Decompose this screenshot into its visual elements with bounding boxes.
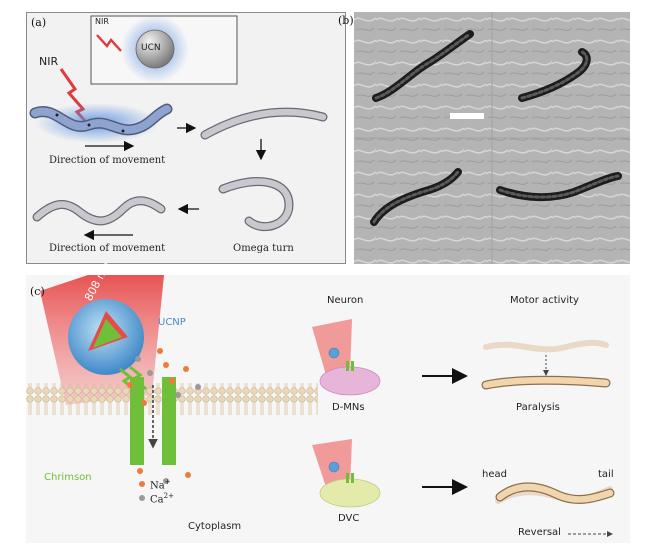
tail-label: tail [598,469,614,480]
ucn-particle [135,29,175,69]
neuron-header: Neuron [327,295,364,306]
worm-straight [201,108,327,139]
ucn-label: UCN [141,43,161,53]
panel-b-label: (b) [338,14,354,27]
nir-inset-bolt-icon [96,34,122,52]
dvc-neuron [319,478,381,508]
nir-label: NIR [39,55,59,68]
omega-turn-label: Omega turn [233,243,294,254]
head-label: head [482,469,507,480]
scale-bar [450,113,484,119]
worm-paralysis [482,376,610,389]
ucnp-label: UCNP [158,317,186,328]
ca-ion-dot [139,495,145,501]
nir-inset-label: NIR [95,17,109,26]
worm-wavy [33,197,165,224]
panel-a-label: (a) [31,16,47,29]
worm-reversal [496,483,614,503]
chrimson-label: Chrimson [44,472,92,483]
chrimson-channel-left [130,377,144,465]
ucnp-small-1 [328,347,340,359]
worm-paralysis-ghost [483,339,609,353]
ucnp-core-inner [93,319,122,348]
dvc-label: DVC [338,513,360,524]
dmns-neuron [319,366,381,396]
cytoplasm-label: Cytoplasm [188,521,242,532]
worm-glowing [31,105,171,134]
paralysis-label: Paralysis [516,402,560,413]
dmns-laser [312,319,352,375]
panel-c-label: (c) [30,285,45,298]
dmns-label: D-MNs [332,402,365,413]
worm-omega [219,178,293,230]
ucnp-small-2 [328,461,340,473]
panel-a-drawing [29,15,328,241]
na-ion-dot [139,481,145,487]
direction-label-bottom: Direction of movement [49,243,166,254]
panel-c: (c) 808 nm UCNP Chrimson Na+ Ca2+ Cytopl… [26,260,630,543]
ca-label: Ca2+ [150,492,174,506]
direction-label-top: Direction of movement [49,155,166,166]
motor-activity-header: Motor activity [510,295,579,306]
chrimson-channel-right [162,377,176,465]
panel-b-drawing [354,12,630,264]
na-label: Na+ [150,478,171,492]
reversal-label: Reversal [518,527,561,538]
panel-a: (a) NIR UCN NIR Direction of movement Di… [26,12,346,264]
panel-c-drawing [26,275,615,537]
green-emission-icon-2 [129,365,147,391]
panel-b-micrograph [354,12,630,264]
